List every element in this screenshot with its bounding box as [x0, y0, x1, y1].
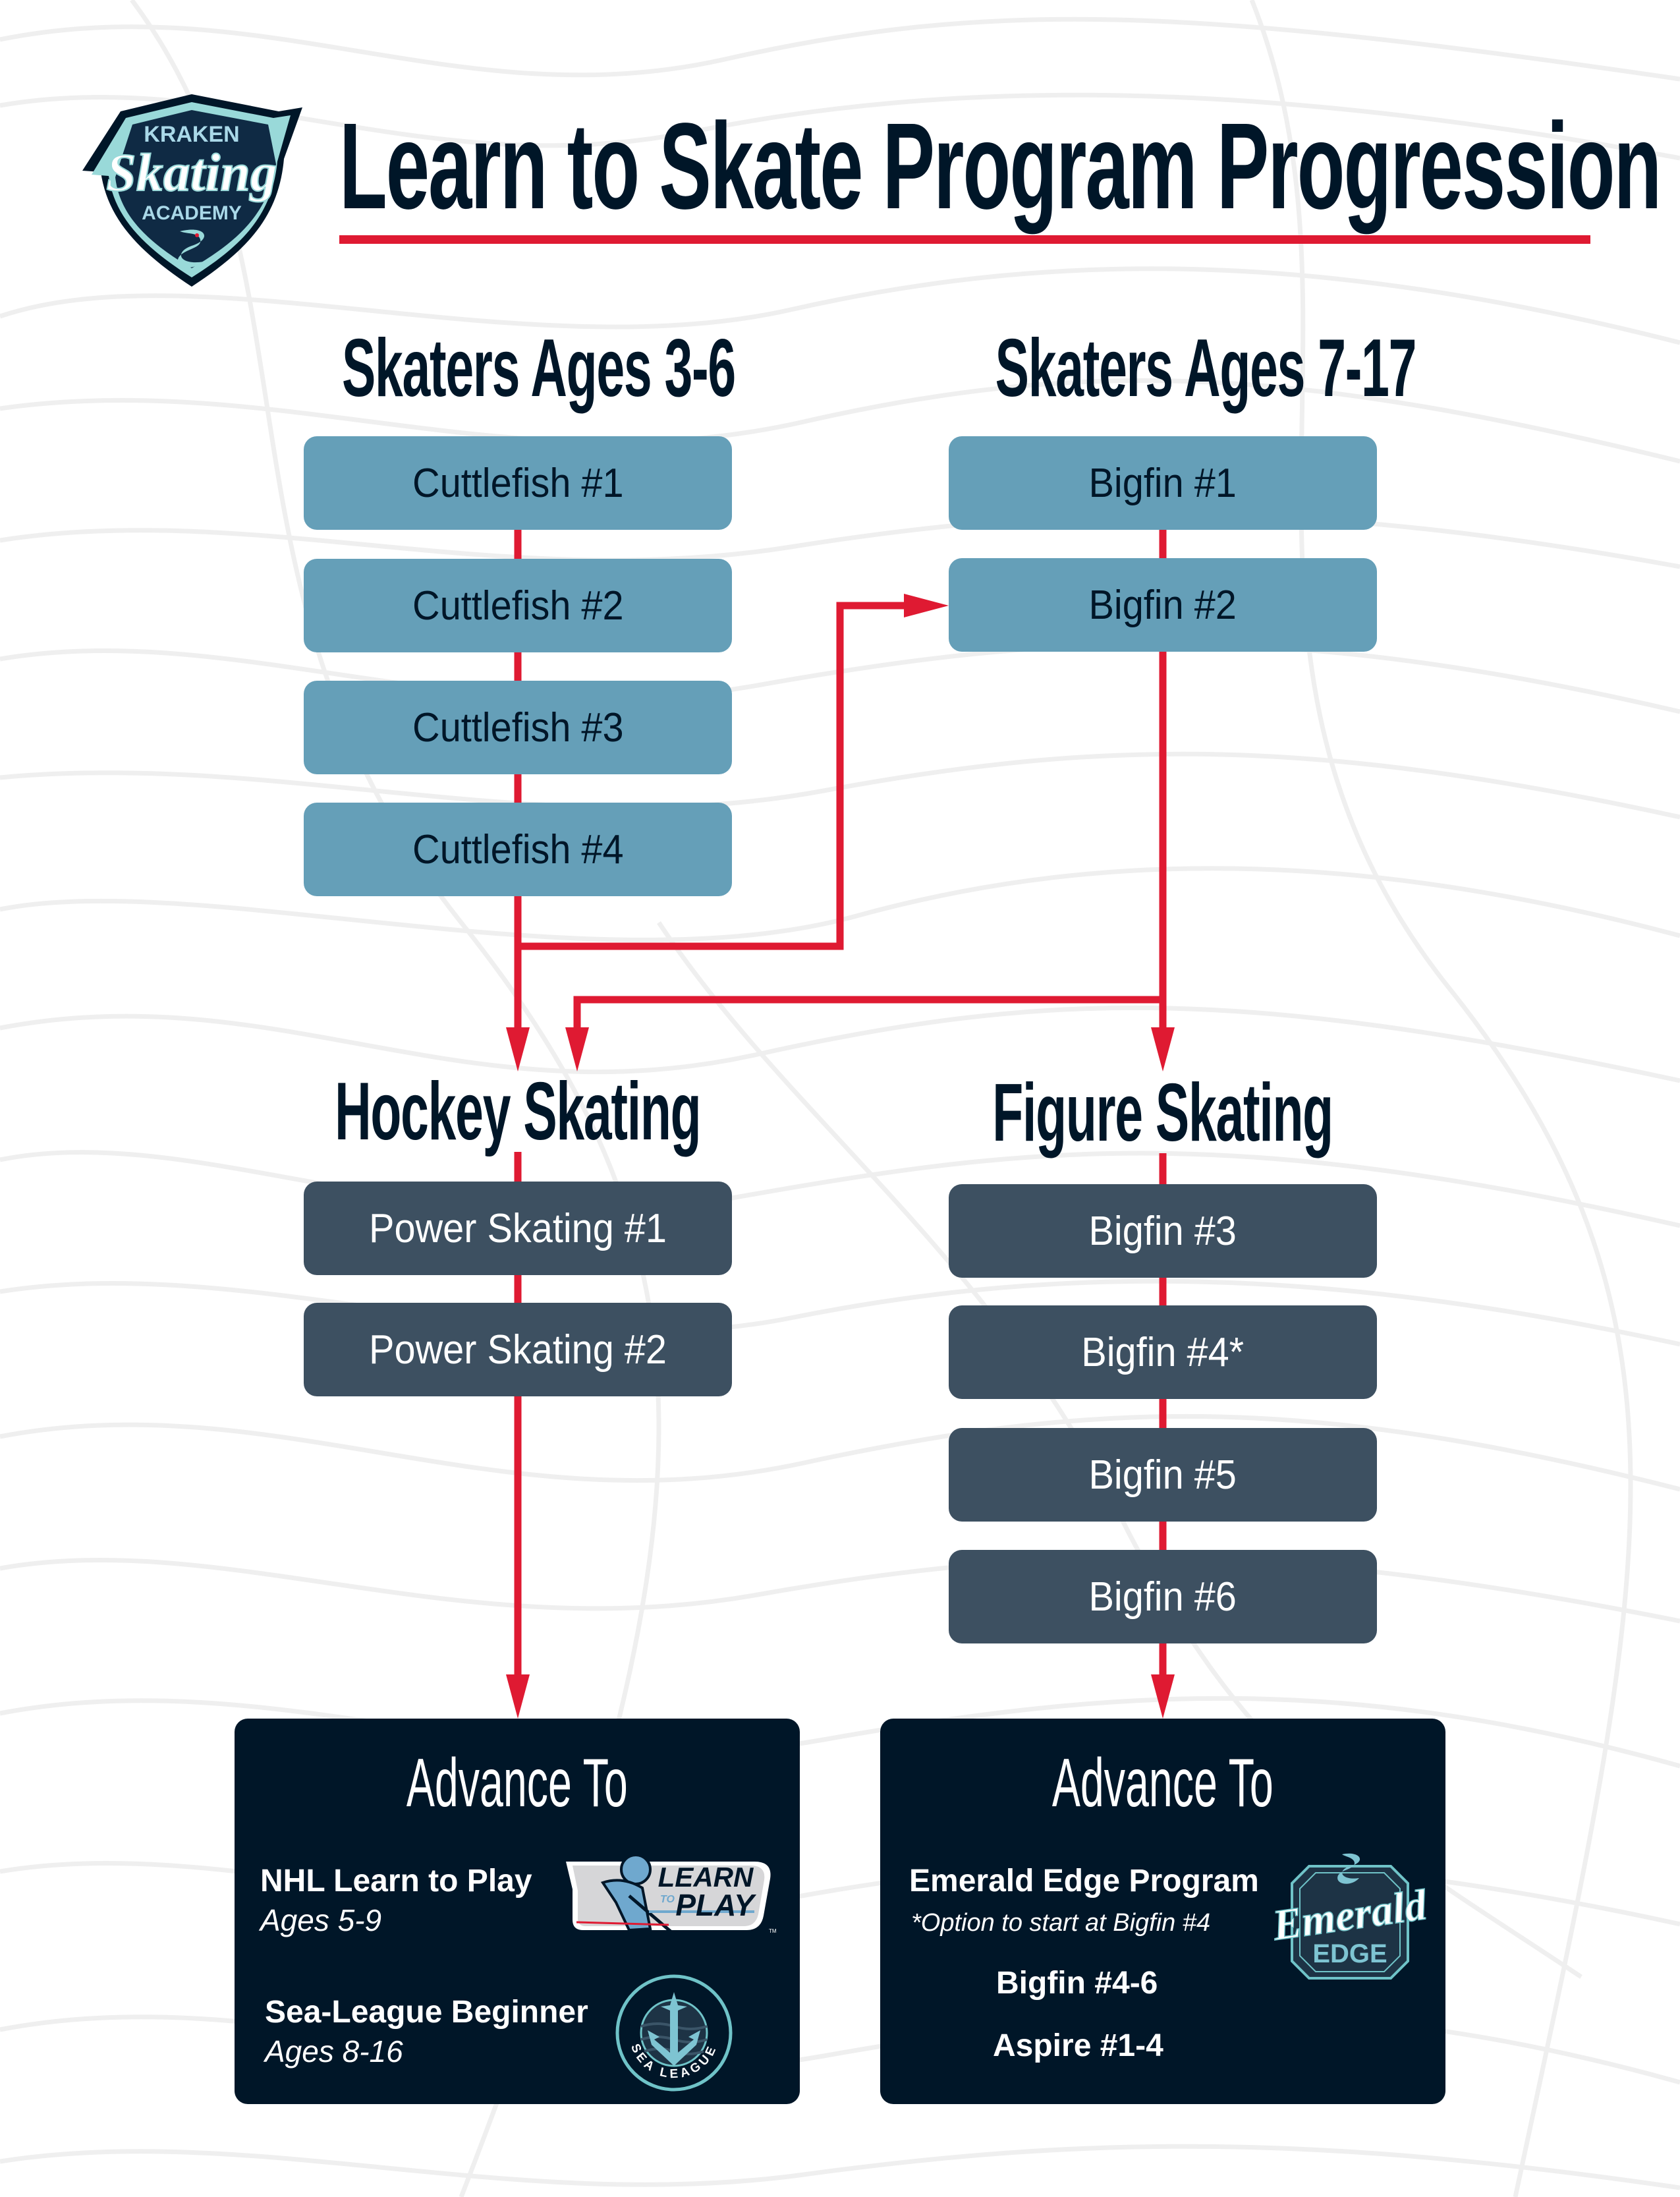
svg-text:PLAY: PLAY [675, 1888, 757, 1922]
program-item-bigfin-4-6: Bigfin #4-6 [996, 1966, 1158, 2001]
heading-figure-skating: Figure Skating [992, 1068, 1334, 1158]
level-bigfin-1[interactable]: Bigfin #1 [949, 436, 1377, 530]
level-power-skating-2[interactable]: Power Skating #2 [304, 1303, 732, 1396]
logo-kraken-text: KRAKEN [144, 122, 239, 147]
page-title-container: Learn to Skate Program Progression [339, 105, 1662, 231]
arrow-down-icon [1151, 1674, 1175, 1719]
level-cuttlefish-3[interactable]: Cuttlefish #3 [304, 681, 732, 774]
program-item-aspire-1-4: Aspire #1-4 [993, 2028, 1163, 2063]
arrow-down-icon [565, 1027, 589, 1071]
program-note: *Option to start at Bigfin #4 [911, 1909, 1211, 1937]
level-cuttlefish-2[interactable]: Cuttlefish #2 [304, 559, 732, 652]
svg-text:TM: TM [769, 1928, 776, 1934]
advance-title: Advance To [1052, 1745, 1274, 1821]
advance-title: Advance To [406, 1745, 628, 1821]
advance-panel-hockey: Advance To NHL Learn to Play Ages 5-9 LE… [235, 1719, 800, 2104]
program-ages: Ages 8-16 [265, 2034, 403, 2069]
page-title: Learn to Skate Program Progression [339, 98, 1662, 235]
level-bigfin-6[interactable]: Bigfin #6 [949, 1550, 1377, 1643]
logo-academy-text: ACADEMY [142, 202, 242, 224]
heading-ages-7-17: Skaters Ages 7-17 [995, 323, 1417, 414]
advance-panel-figure: Advance To Emerald Edge Program *Option … [880, 1719, 1445, 2104]
level-cuttlefish-1[interactable]: Cuttlefish #1 [304, 436, 732, 530]
kraken-s-icon [177, 229, 205, 268]
learn-to-play-logo: LEARN TO PLAY TM [563, 1850, 777, 1937]
program-emerald-edge[interactable]: Emerald Edge Program [909, 1864, 1259, 1898]
heading-hockey-skating: Hockey Skating [335, 1066, 701, 1157]
title-underline [339, 235, 1590, 244]
logo-skating-text: Skating [106, 142, 277, 202]
level-bigfin-2[interactable]: Bigfin #2 [949, 558, 1377, 652]
arrow-down-icon [506, 1674, 530, 1719]
level-bigfin-5[interactable]: Bigfin #5 [949, 1428, 1377, 1522]
arrow-down-icon [506, 1027, 530, 1071]
arrow-down-icon [1151, 1027, 1175, 1071]
level-bigfin-3[interactable]: Bigfin #3 [949, 1184, 1377, 1278]
level-cuttlefish-4[interactable]: Cuttlefish #4 [304, 803, 732, 896]
connector-bigfin2-to-hockey [573, 996, 1163, 1028]
kraken-skating-academy-logo: KRAKEN Skating ACADEMY [81, 93, 302, 287]
svg-text:EDGE: EDGE [1312, 1939, 1387, 1968]
connector-cuttlefish-to-bigfin2 [518, 602, 906, 950]
svg-text:TO: TO [660, 1894, 675, 1905]
program-sea-league-beginner[interactable]: Sea-League Beginner [265, 1995, 588, 2030]
level-power-skating-1[interactable]: Power Skating #1 [304, 1182, 732, 1275]
program-ages: Ages 5-9 [260, 1903, 382, 1937]
arrow-right-icon [904, 594, 949, 617]
heading-ages-3-6: Skaters Ages 3-6 [341, 323, 736, 414]
level-bigfin-4[interactable]: Bigfin #4* [949, 1305, 1377, 1399]
sea-league-logo: SEA LEAGUE [615, 1974, 733, 2092]
program-nhl-learn-to-play[interactable]: NHL Learn to Play [260, 1864, 532, 1898]
svg-text:LEARN: LEARN [658, 1862, 754, 1893]
emerald-edge-logo: Emerald EDGE [1268, 1852, 1431, 1985]
